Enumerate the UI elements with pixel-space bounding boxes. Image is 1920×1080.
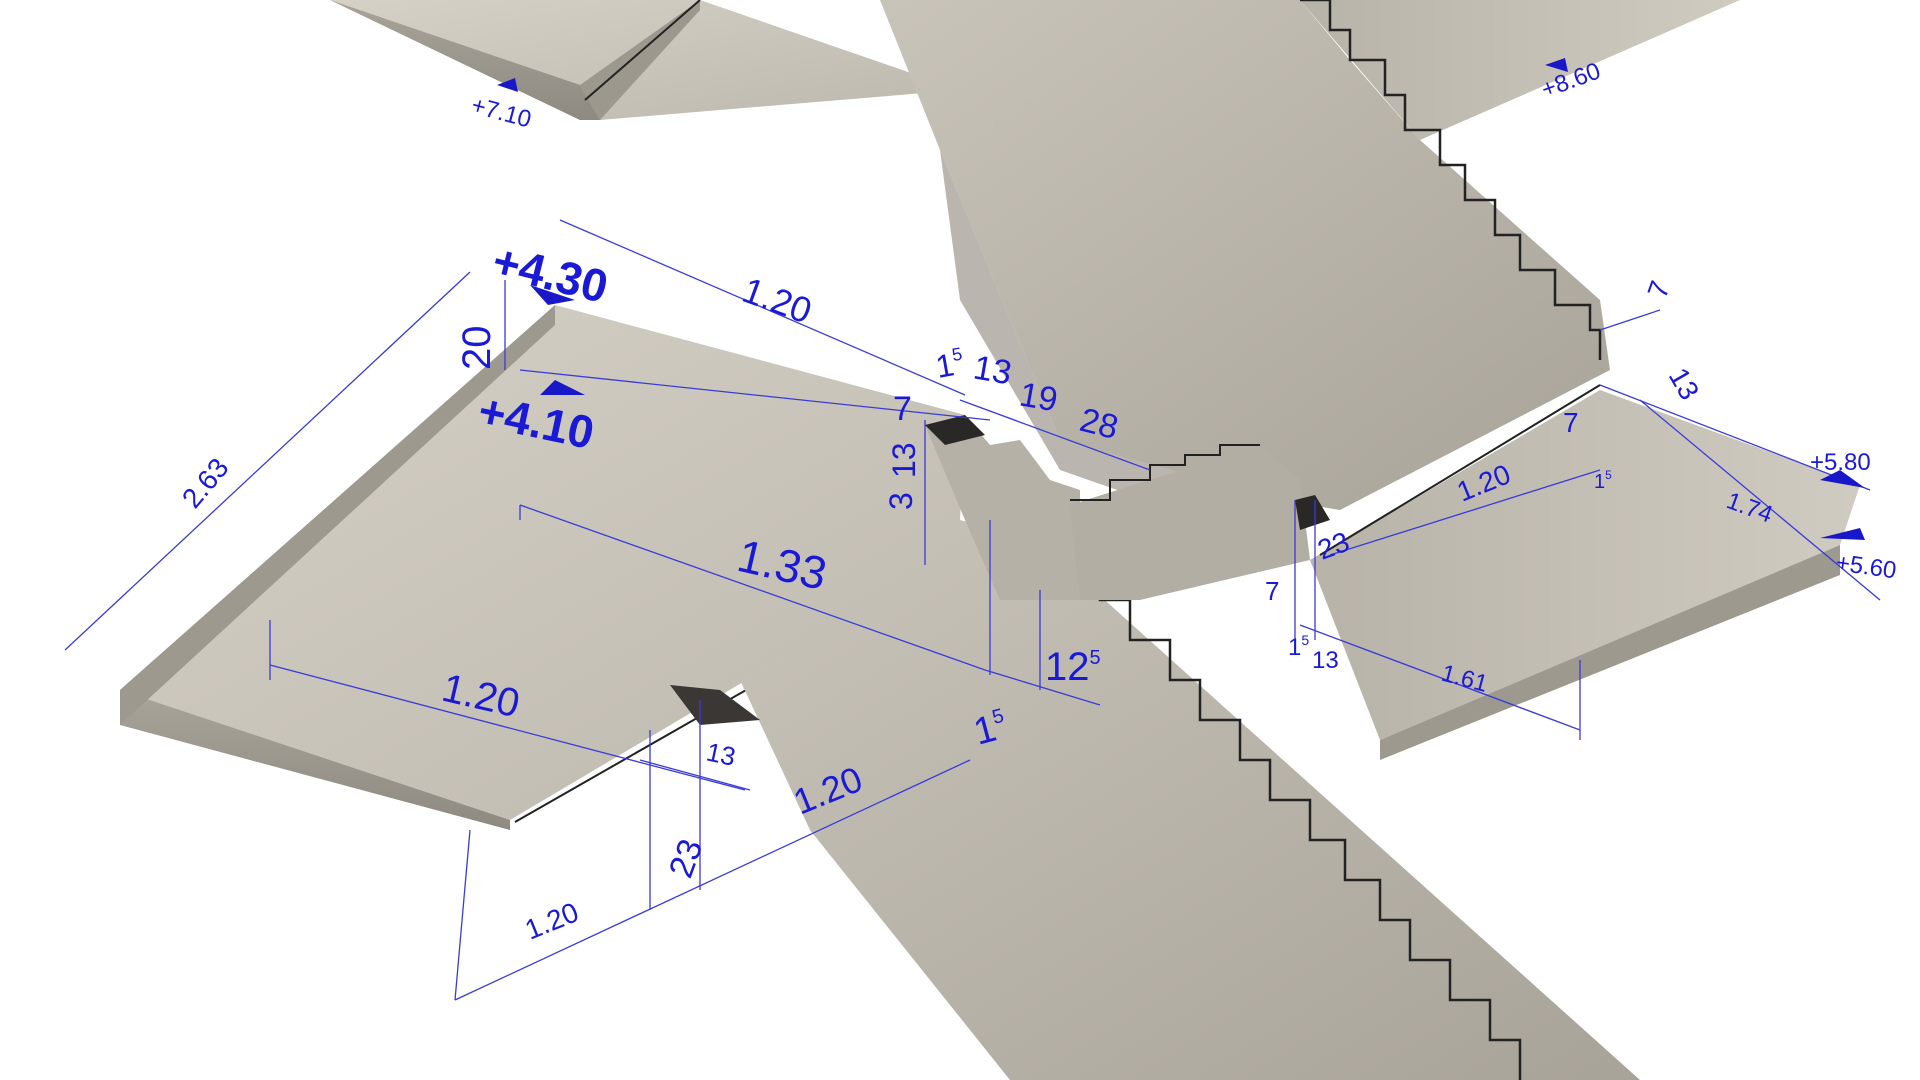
dark-notch-bottom: [670, 685, 760, 725]
lower-flight: [740, 530, 1640, 1080]
right-joint: [1319, 384, 1601, 556]
dim-label-15-b: 15: [969, 705, 1011, 754]
upper-landing-left-edge2: [580, 0, 700, 120]
upper-landing-left-edge: [330, 0, 600, 120]
dim-label-7-r3: 7: [1265, 576, 1279, 606]
dim-label-13-r2: 13: [1312, 647, 1339, 674]
dim-label-13-vert: 13: [886, 442, 922, 478]
dim-label-23-a: 23: [662, 834, 711, 883]
dim-label-125: 125: [1045, 645, 1101, 689]
mid-stairs-steps: [1070, 444, 1260, 501]
dim-label-15-r: 15: [1594, 468, 1612, 493]
main-landing-left-edge: [120, 305, 555, 725]
elevation-marker-560: [1820, 528, 1865, 540]
main-landing-front: [120, 690, 510, 830]
dim-label-7-r2: 7: [1563, 407, 1579, 438]
elevation-marker-860: [1545, 58, 1568, 72]
dim-label-7-r1: 7: [1642, 277, 1676, 302]
dim-label-13-b: 13: [704, 737, 739, 772]
main-landing-top: [120, 305, 1000, 820]
right-landing-front: [1380, 545, 1840, 760]
upper-flight-steps: [1300, 0, 1602, 360]
dim-label-19: 19: [1017, 375, 1061, 419]
elevation-marker-430: [530, 285, 575, 305]
dim-label-3-vert: 3: [883, 492, 919, 510]
elevation-marker-710: [497, 78, 518, 92]
dark-notch-left: [925, 415, 985, 445]
dim-label-20: 20: [455, 326, 499, 371]
elevation-label-560: +5.60: [1834, 549, 1898, 584]
dim-label-7-a: 7: [893, 390, 912, 428]
upper-landing-right: [1300, 0, 1740, 140]
dimension-lines: [64, 219, 1881, 1001]
elevation-marker-410: [540, 380, 585, 395]
dim-label-263: 2.63: [176, 452, 235, 514]
dim-label-13-a: 13: [971, 348, 1015, 392]
center-steps: [925, 415, 1080, 600]
mid-stairs: [1070, 445, 1310, 600]
elevation-label-710: +7.10: [468, 92, 534, 134]
elevation-marker-580: [1820, 470, 1865, 488]
dim-label-15-r2: 15: [1288, 632, 1309, 661]
dim-label-120-low: 1.20: [521, 896, 583, 945]
dim-label-120-top: 1.20: [737, 269, 817, 331]
elevation-label-580: +5.80: [1810, 449, 1871, 476]
dim-label-15-a: 15: [933, 344, 967, 385]
right-landing-top: [1310, 390, 1860, 740]
dim-label-28: 28: [1076, 401, 1122, 447]
dim-label-13-r1: 13: [1663, 363, 1705, 405]
upper-flight: [880, 0, 1610, 510]
upper-joint: [584, 0, 701, 101]
dark-notch-right: [1295, 495, 1330, 530]
